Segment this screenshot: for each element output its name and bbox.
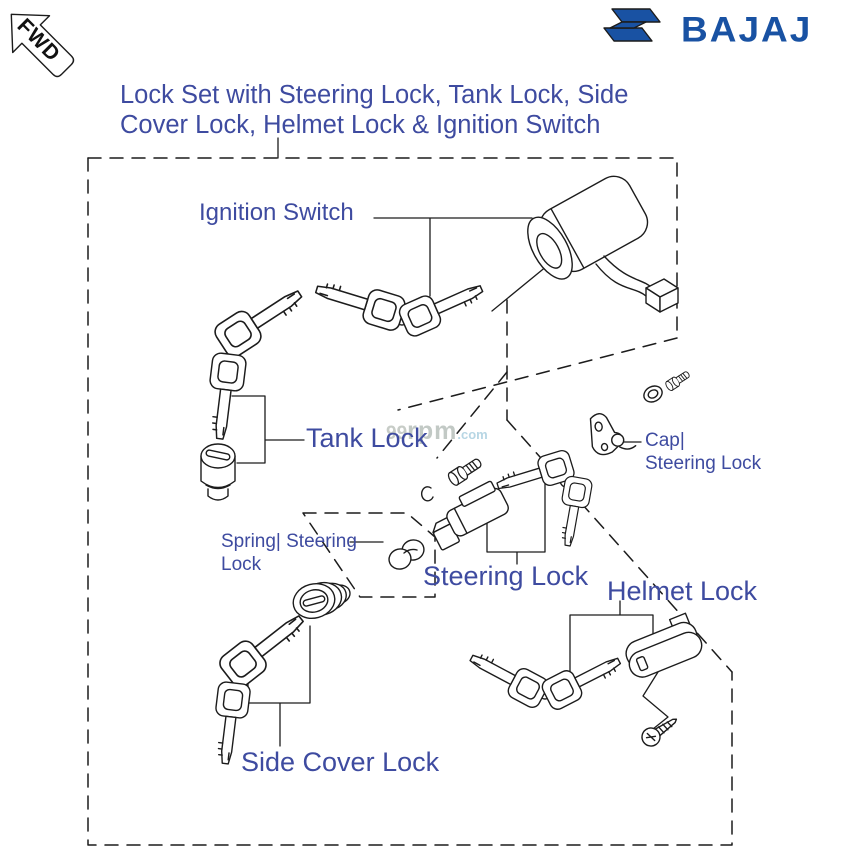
label-helmet-lock: Helmet Lock	[607, 576, 758, 606]
watermark-suffix: .com	[457, 427, 488, 442]
label-cap-line2: Steering Lock	[645, 453, 762, 474]
c-ring-part	[420, 486, 434, 502]
steering-lock-bolt	[447, 458, 482, 486]
label-ignition-switch: Ignition Switch	[199, 199, 354, 226]
helmet-lock-body	[625, 612, 703, 678]
fwd-badge: FWD	[10, 13, 75, 78]
spring-part	[388, 539, 425, 570]
washer-part	[643, 385, 663, 403]
bajaj-logo-icon	[603, 8, 661, 42]
ignition-switch-part	[527, 175, 679, 313]
page-title-line2: Cover Lock, Helmet Lock & Ignition Switc…	[120, 111, 601, 139]
label-steering-lock: Steering Lock	[423, 561, 589, 591]
dashed-boundary	[87, 157, 733, 846]
ignition-keys	[310, 271, 489, 340]
helmet-lock-keys	[463, 643, 627, 713]
helmet-screw	[641, 718, 678, 747]
cap-part	[589, 413, 637, 456]
label-cap-line1: Cap|	[645, 430, 685, 451]
side-cover-lock-keys	[208, 603, 314, 767]
steering-lock-cylinder	[432, 480, 509, 551]
steering-lock-keys	[492, 448, 594, 549]
small-bolt-part	[665, 371, 690, 391]
bajaj-wordmark: BAJAJ	[681, 10, 813, 49]
watermark-mid: rpm	[407, 417, 458, 445]
label-cap-steering-lock: Cap| Steering Lock	[645, 429, 761, 475]
label-spring-line1: Spring| Steering	[221, 531, 357, 552]
tank-lock-barrel	[200, 443, 236, 501]
page-title: Lock Set with Steering Lock, Tank Lock, …	[120, 80, 628, 140]
page-title-line1: Lock Set with Steering Lock, Tank Lock, …	[120, 81, 629, 109]
watermark: 99rpm.com	[386, 417, 488, 446]
side-cover-lock-barrel	[292, 581, 351, 619]
label-side-cover-lock: Side Cover Lock	[241, 747, 440, 777]
label-tank-lock: Tank Lock	[306, 423, 428, 453]
tank-lock-keys	[202, 277, 311, 442]
leader-lines	[231, 137, 669, 747]
watermark-prefix: 99	[386, 423, 408, 444]
label-spring-steering-lock: Spring| Steering Lock	[221, 530, 357, 576]
label-spring-line2: Lock	[221, 554, 262, 575]
